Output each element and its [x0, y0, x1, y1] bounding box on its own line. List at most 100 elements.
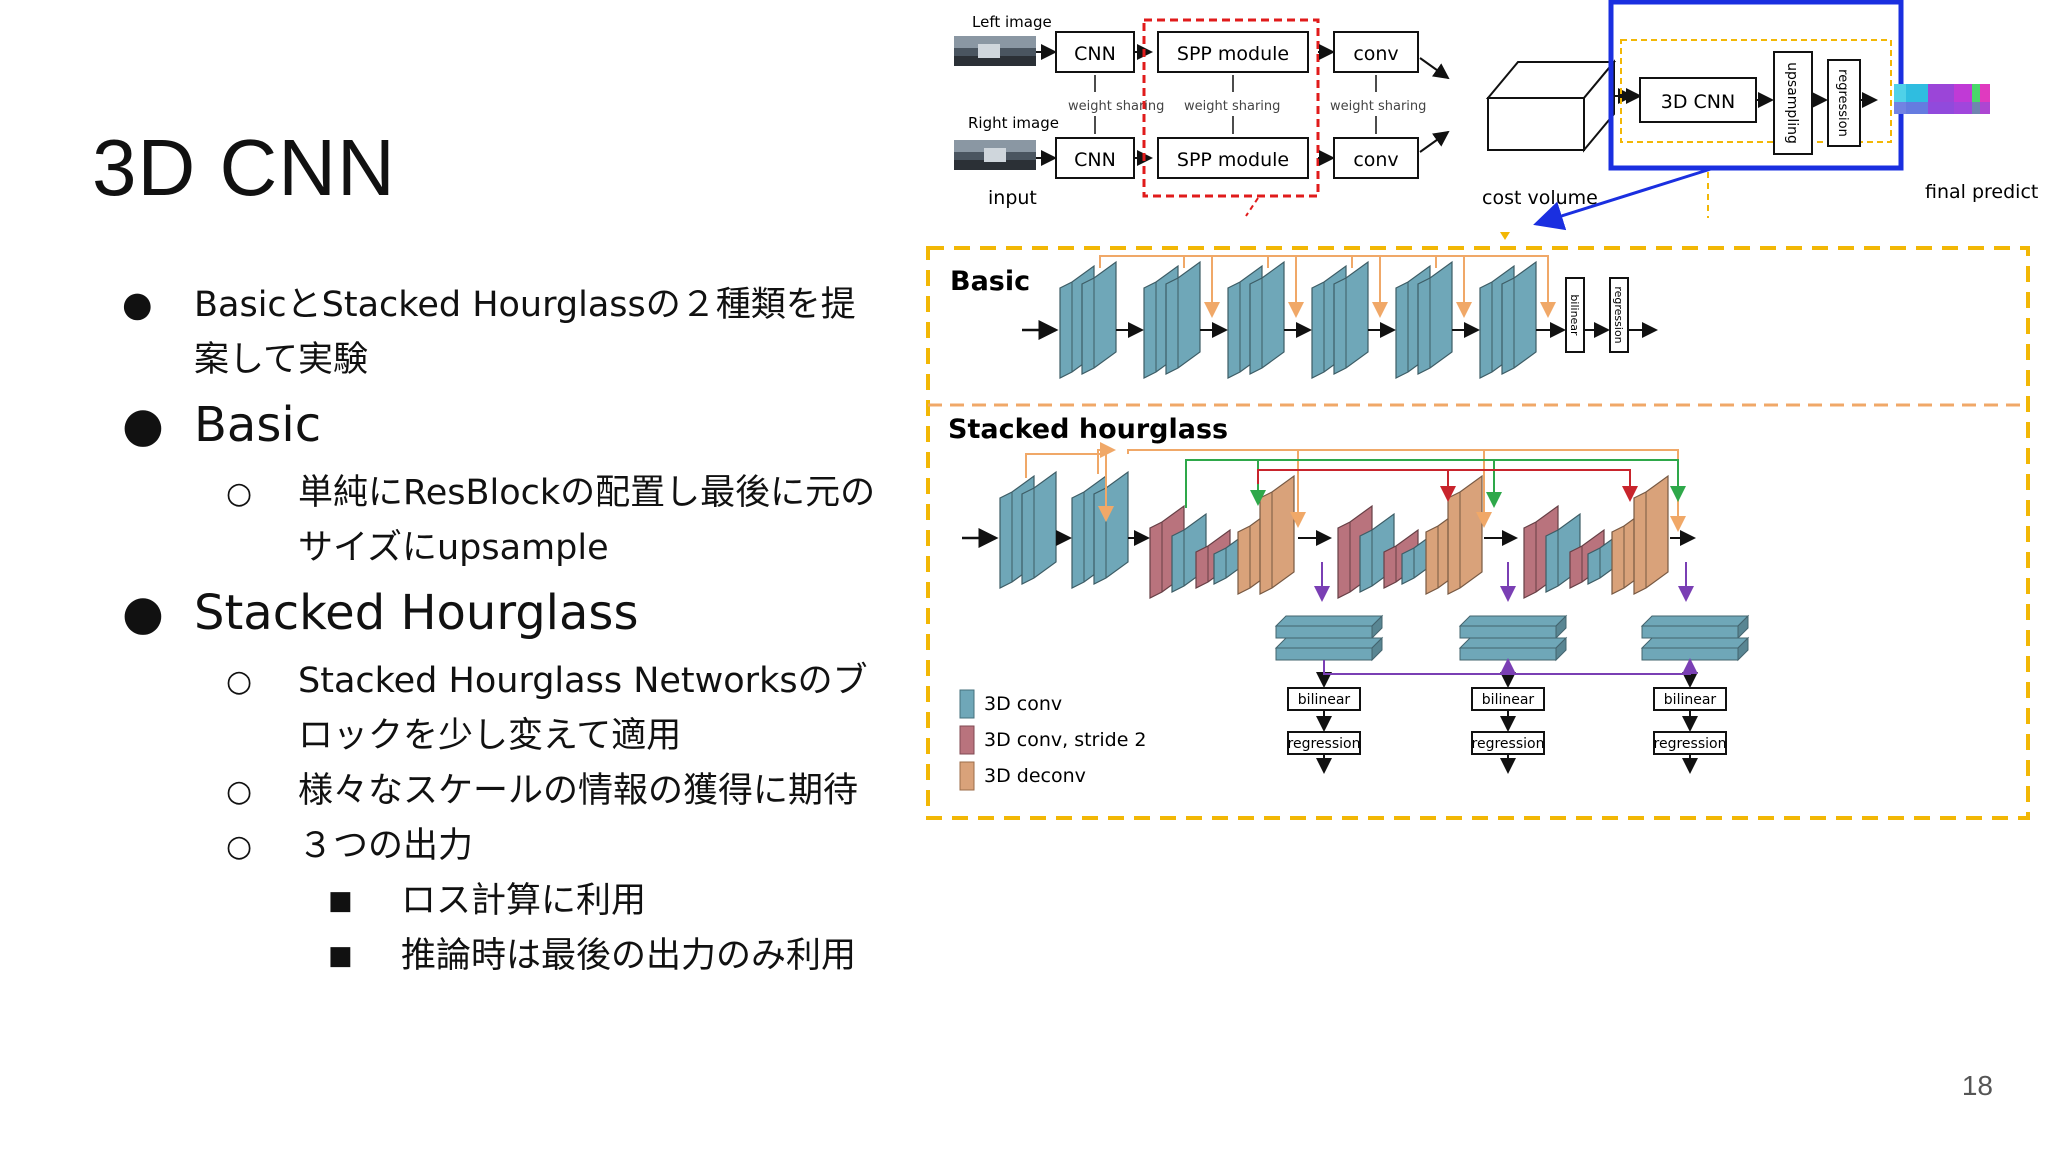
hourglass-3: [1523, 474, 1669, 599]
basic-bilinear-label: bilinear: [1568, 294, 1581, 336]
head1-slab-bottom: [1274, 636, 1384, 662]
bullet-text: ロス計算に利用: [401, 881, 647, 921]
basic-conv-pair-1: [1059, 260, 1117, 379]
bullet-item-level1: ●Basic: [118, 396, 878, 454]
bullet-item-level1: ● BasicとStacked Hourglassの２種類を提案して実験: [118, 278, 878, 388]
bullet-text: BasicとStacked Hourglassの２種類を提案して実験: [194, 285, 856, 380]
cnn3d-yellow-dashed: [1620, 39, 1892, 143]
head3-regression-label: regression: [1654, 736, 1727, 752]
bullet-item-level3: ■ ロス計算に利用: [118, 874, 878, 929]
hg3-up2: [1633, 474, 1669, 595]
head1-slab-bottom-side: [1371, 636, 1383, 662]
input-label: input: [988, 187, 1037, 209]
regression-label: regression: [1835, 69, 1850, 137]
psmnet-architecture-diagram: Left image Right image input CNN CNN wei…: [926, 0, 2048, 820]
head2-slab-top-top: [1458, 615, 1568, 627]
legend-label-deconv: 3D deconv: [984, 765, 1086, 787]
stack-skip-orange-1: [1025, 453, 1114, 522]
bullet-text: Stacked Hourglass Networksのブロックを少し変えて適用: [298, 661, 868, 756]
head1-slab-top: [1274, 614, 1384, 640]
cnn-label-right: CNN: [1074, 149, 1116, 171]
bullet-text: 単純にResBlockの配置し最後に元のサイズにupsample: [298, 473, 876, 568]
legend-swatch-deconv: [959, 761, 975, 791]
bullet-item-level2: ○様々なスケールの情報の獲得に期待: [118, 764, 878, 819]
head3-slab-bottom: [1640, 636, 1750, 662]
output-heads: bilinearregressionbilinearregressionbili…: [1274, 614, 1750, 774]
conv-label-bottom: conv: [1353, 149, 1398, 171]
basic-bilinear-box: [1565, 277, 1585, 353]
upsampling-box: [1773, 51, 1813, 155]
conv-box-bottom: [1333, 137, 1419, 179]
head2-slab-bottom: [1458, 636, 1568, 662]
right-image-label: Right image: [968, 114, 1059, 132]
basic-conv-pair-1-b: [1081, 260, 1117, 375]
head2-slab-bottom-front: [1459, 647, 1557, 661]
head3-slab-bottom-top: [1640, 637, 1750, 649]
stack-conv-pair-1: [999, 470, 1057, 589]
legend-swatch-conv: [959, 689, 975, 719]
head3-slab-top-front: [1641, 625, 1739, 639]
bullet-text: 様々なスケールの情報の獲得に期待: [298, 771, 859, 811]
head2-slab-bottom-top: [1458, 637, 1568, 649]
legend-swatch-conv-stride: [959, 725, 975, 755]
weight-sharing-label-1: weight sharing: [1068, 99, 1164, 114]
basic-conv-pair-3: [1227, 260, 1285, 379]
cnn3d-label: 3D CNN: [1661, 91, 1735, 113]
head-cross-purple-1: [1323, 658, 1516, 675]
stacked-hourglass-label: Stacked hourglass: [948, 414, 1228, 445]
hg3-up2-shape: [1633, 474, 1669, 595]
hg2-up2-shape: [1447, 474, 1483, 595]
cnn-label-left: CNN: [1074, 43, 1116, 65]
bullet-item-level2: ○ Stacked Hourglass Networksのブロックを少し変えて適用: [118, 654, 878, 764]
stack-skip-red-1: [1257, 469, 1456, 502]
cost-volume-label: cost volume: [1482, 187, 1598, 209]
weight-sharing-label-2: weight sharing: [1184, 99, 1280, 114]
stack-skip-green-1: [1185, 459, 1502, 508]
head1-slab-bottom-top: [1274, 637, 1384, 649]
head1-slab-top-side: [1371, 614, 1383, 640]
stack-conv-pair-1-b: [1021, 470, 1057, 585]
bullet-marker: ●: [122, 585, 164, 641]
legend-label-conv-stride: 3D conv, stride 2: [984, 729, 1147, 751]
bullet-marker: ○: [226, 829, 253, 864]
head3-slab-top: [1640, 614, 1750, 640]
architecture-figure: Left image Right image input CNN CNN wei…: [918, 0, 2048, 830]
conv-box-top: [1333, 31, 1419, 73]
cnn-box-right: [1055, 137, 1135, 179]
bullet-list: ● BasicとStacked Hourglassの２種類を提案して実験 ●Basi…: [118, 278, 878, 984]
final-prediction-thumbnail: [1894, 84, 1990, 114]
upsampling-label: upsampling: [1784, 62, 1800, 144]
head1-slab-top-front: [1275, 625, 1373, 639]
bullet-marker: ○: [226, 476, 253, 511]
bullet-text: 推論時は最後の出力のみ利用: [401, 936, 857, 976]
spp-box-top: [1157, 31, 1309, 73]
head-cross-purple-2: [1508, 658, 1698, 675]
bullet-marker: ●: [122, 285, 153, 325]
bullet-marker: ■: [328, 886, 353, 916]
stacked-hourglass-row: [962, 442, 1696, 602]
basic-skip-1: [1099, 255, 1220, 318]
spp-box-bottom: [1157, 137, 1309, 179]
basic-conv-pair-4: [1311, 260, 1369, 379]
head1-regression-label: regression: [1288, 736, 1361, 752]
stack-skip-orange-1b: [1097, 442, 1116, 474]
bullet-item-level2: ○ 単純にResBlockの配置し最後に元のサイズにupsample: [118, 466, 878, 576]
hourglass-1: [1149, 474, 1295, 599]
basic-conv-pair-6: [1479, 260, 1537, 379]
bullet-marker: ○: [226, 664, 253, 699]
hg2-up2: [1447, 474, 1483, 595]
spp-label-bottom: SPP module: [1177, 149, 1289, 171]
basic-conv-pair-3-b: [1249, 260, 1285, 375]
bullet-text: ３つの出力: [298, 826, 474, 866]
basic-skip-2: [1183, 255, 1304, 318]
final-prediction-label: final prediction: [1925, 181, 2038, 203]
head3-slab-top-side: [1737, 614, 1749, 640]
spp-dashed-frame: [1142, 18, 1320, 198]
basic-skip-4: [1351, 255, 1472, 318]
head2-regression-label: regression: [1472, 736, 1545, 752]
hg1-up2: [1259, 474, 1295, 595]
cnn-box-left: [1055, 31, 1135, 73]
head2-bilinear-label: bilinear: [1482, 692, 1535, 708]
head2-slab-bottom-side: [1555, 636, 1567, 662]
